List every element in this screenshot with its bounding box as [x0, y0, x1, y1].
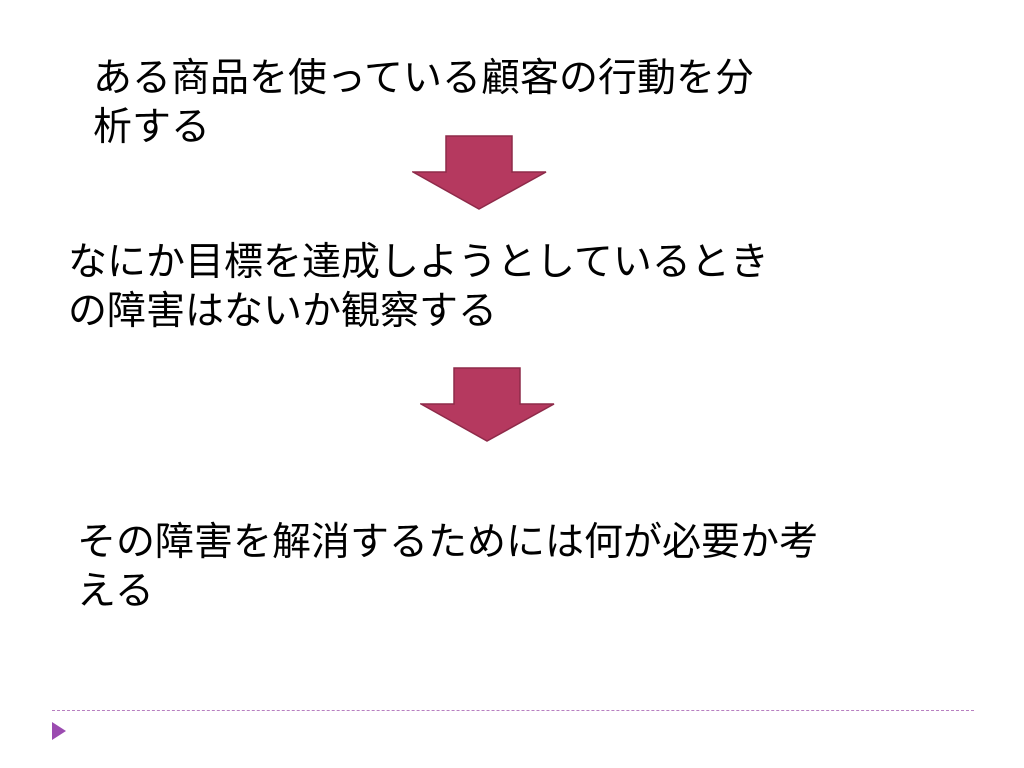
- step-1-line-1: ある商品を使っている顧客の行動を分: [93, 56, 755, 101]
- play-triangle-icon: [52, 722, 66, 740]
- down-arrow-icon: [412, 135, 547, 210]
- down-arrow-icon: [420, 367, 555, 442]
- step-2-line-1: なにか目標を達成しようとしているとき: [68, 240, 769, 285]
- footer-divider: [52, 710, 974, 711]
- step-3-line-1: その障害を解消するためには何が必要か考: [77, 520, 819, 565]
- step-3-line-2: える: [77, 569, 154, 614]
- step-2-line-2: の障害はないか観察する: [68, 289, 498, 334]
- step-1-text: ある商品を使っている顧客の行動を分 析する: [93, 54, 754, 152]
- step-1-line-2: 析する: [93, 105, 211, 150]
- step-2-text: なにか目標を達成しようとしているとき の障害はないか観察する: [68, 238, 769, 336]
- step-3-text: その障害を解消するためには何が必要か考 える: [77, 518, 818, 616]
